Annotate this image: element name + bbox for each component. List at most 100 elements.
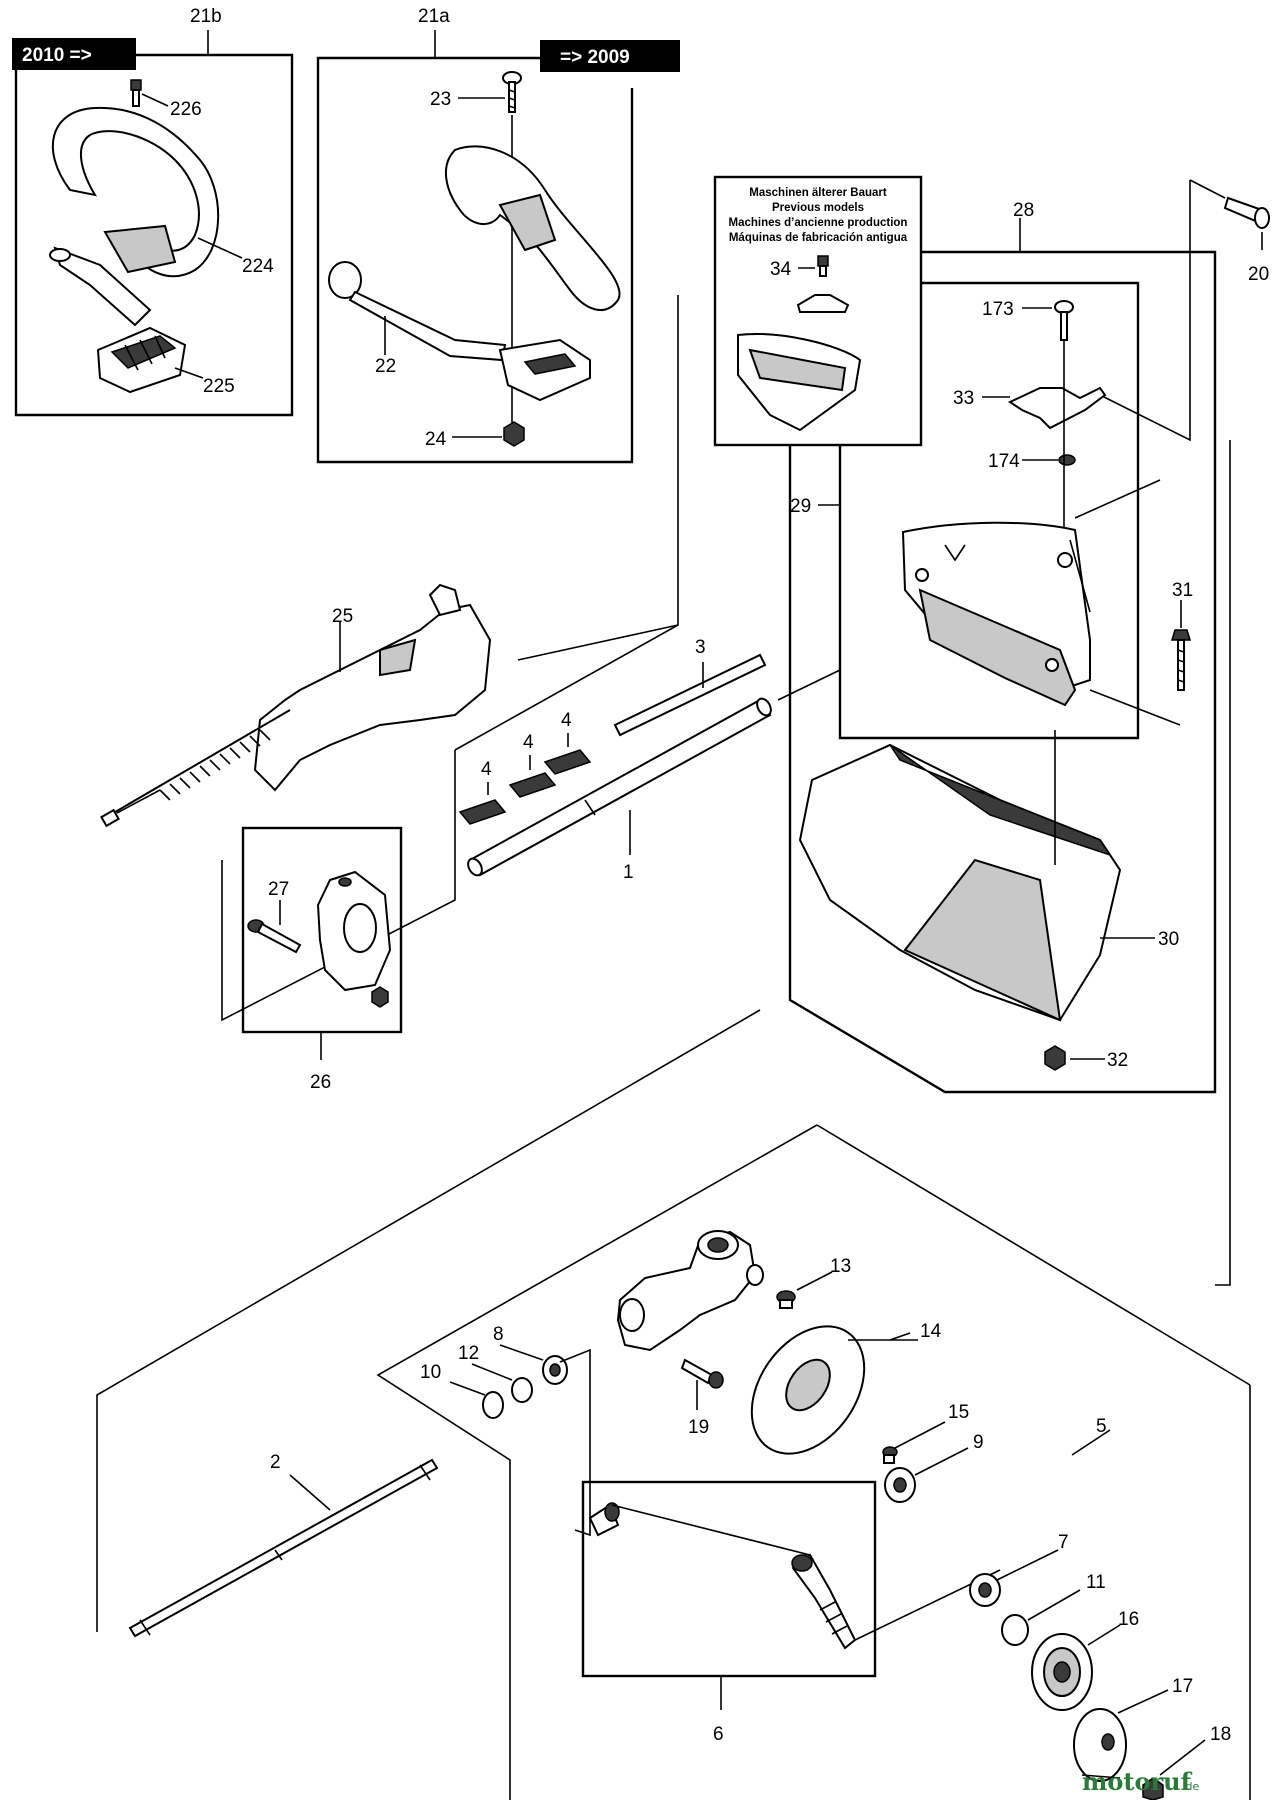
group-21b: 2010 => 21b 226 224 225 xyxy=(12,6,294,417)
label-9: 9 xyxy=(973,1432,984,1453)
clamp-26 xyxy=(316,870,392,992)
label-173: 173 xyxy=(982,299,1014,320)
label-10: 10 xyxy=(420,1362,441,1383)
guard-30 xyxy=(798,730,1122,1022)
label-27: 27 xyxy=(268,879,289,900)
label-1: 1 xyxy=(623,862,634,883)
label-25: 25 xyxy=(332,606,353,627)
pinion-6 xyxy=(588,1502,857,1650)
screw-27 xyxy=(247,919,302,954)
box-29 xyxy=(838,281,1140,740)
box-26 xyxy=(241,826,403,1034)
washer-174 xyxy=(1058,454,1076,466)
label-32: 32 xyxy=(1107,1050,1128,1071)
screw-31 xyxy=(1170,629,1192,691)
label-11: 11 xyxy=(1086,1572,1106,1593)
screw-226 xyxy=(130,79,142,107)
label-28: 28 xyxy=(1013,200,1034,221)
note-line-de: Maschinen älterer Bauart xyxy=(749,187,887,199)
decal-4a xyxy=(458,799,507,825)
label-6: 6 xyxy=(713,1724,724,1745)
bolt-13 xyxy=(776,1290,796,1309)
nut-32 xyxy=(1044,1045,1066,1071)
label-24: 24 xyxy=(425,429,447,450)
bearing-9 xyxy=(884,1467,916,1503)
label-23: 23 xyxy=(430,89,451,110)
label-33: 33 xyxy=(953,388,974,409)
note-line-en: Previous models xyxy=(772,202,864,214)
badge-2009 xyxy=(540,40,680,72)
label-21a: 21a xyxy=(418,6,450,27)
label-4-mid: 4 xyxy=(523,732,534,753)
badge-2009-text: => 2009 xyxy=(560,47,630,68)
clamp-225 xyxy=(96,326,187,394)
label-14: 14 xyxy=(920,1321,942,1342)
label-21b: 21b xyxy=(190,6,222,27)
label-26: 26 xyxy=(310,1072,331,1093)
bracket-34 xyxy=(796,294,850,313)
gearbox-section: 1 3 14 8 12 10 19 xyxy=(96,440,1251,1800)
label-224: 224 xyxy=(242,256,274,277)
group-28: 28 29 20 173 33 174 xyxy=(788,179,1270,1094)
cover-14 xyxy=(750,1325,866,1455)
nut-18 xyxy=(1142,1777,1164,1800)
tube-1 xyxy=(467,697,772,877)
screw-173 xyxy=(1054,300,1074,341)
note-line-fr: Machines d’ancienne production xyxy=(729,217,908,229)
bearing-8 xyxy=(542,1355,568,1385)
cup-17 xyxy=(1073,1708,1127,1782)
gear-head xyxy=(616,1230,764,1352)
label-31: 31 xyxy=(1172,580,1193,601)
box-6 xyxy=(581,1480,877,1678)
label-8: 8 xyxy=(493,1324,504,1345)
guard-29 xyxy=(901,521,1091,707)
circlip-12 xyxy=(511,1377,533,1403)
label-4-right: 4 xyxy=(561,710,572,731)
label-29: 29 xyxy=(790,496,811,517)
label-16: 16 xyxy=(1118,1609,1139,1630)
box-previous-models xyxy=(713,175,923,447)
ring-10 xyxy=(482,1391,504,1419)
throttle-housing-25 xyxy=(100,583,492,828)
label-174: 174 xyxy=(988,451,1020,472)
group-21a: => 2009 21a 23 22 24 xyxy=(316,6,680,464)
label-20: 20 xyxy=(1248,264,1269,285)
nut-24 xyxy=(503,421,525,447)
label-19: 19 xyxy=(688,1417,709,1438)
label-7: 7 xyxy=(1058,1532,1069,1553)
label-5: 5 xyxy=(1096,1416,1107,1437)
label-15: 15 xyxy=(948,1402,969,1423)
drive-shaft-2 xyxy=(128,1458,439,1638)
watermark-brand: motoruf xyxy=(1082,1767,1193,1796)
badge-2010-text: 2010 => xyxy=(22,45,92,66)
screw-20 xyxy=(1223,196,1270,229)
box-21b xyxy=(14,53,294,417)
strip-3 xyxy=(613,653,767,737)
label-3: 3 xyxy=(695,637,706,658)
note-line-es: Máquinas de fabricación antigua xyxy=(729,232,908,244)
label-2: 2 xyxy=(270,1452,281,1473)
screw-34 xyxy=(817,255,829,267)
screw-23 xyxy=(502,71,522,113)
loop-handle-21a xyxy=(444,145,621,311)
label-12: 12 xyxy=(458,1343,479,1364)
label-226: 226 xyxy=(170,99,202,120)
bolt-19 xyxy=(680,1358,724,1389)
box-21a xyxy=(316,56,634,464)
loop-handle-224 xyxy=(49,106,220,327)
label-34: 34 xyxy=(770,259,792,280)
watermark-suffix: .de xyxy=(1182,1780,1199,1793)
previous-models-box: Maschinen älterer Bauart Previous models… xyxy=(713,175,923,447)
washer-16 xyxy=(1031,1633,1093,1711)
watermark: motoruf .de xyxy=(1082,1767,1199,1796)
nut-26 xyxy=(371,986,389,1008)
label-30: 30 xyxy=(1158,929,1179,950)
bracket-33 xyxy=(1007,386,1107,430)
bearing-7 xyxy=(969,1573,1001,1607)
decal-4b xyxy=(508,772,557,798)
label-22: 22 xyxy=(375,356,396,377)
screw-15 xyxy=(882,1446,898,1464)
circlip-11 xyxy=(1001,1614,1029,1646)
lever-22 xyxy=(328,261,591,402)
